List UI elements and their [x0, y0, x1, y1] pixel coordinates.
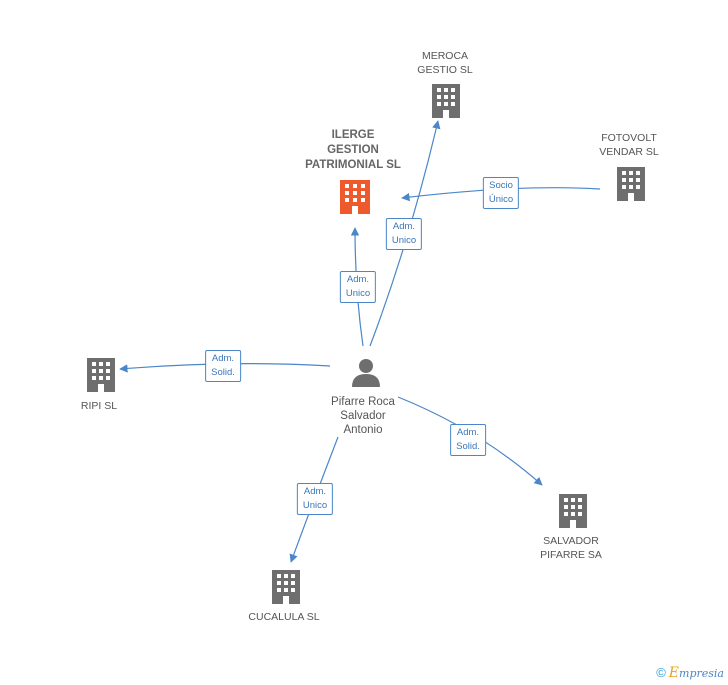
- person-icon[interactable]: [352, 359, 380, 387]
- node-label-line: GESTIO SL: [417, 64, 473, 76]
- edge-label-line: Solid.: [456, 441, 480, 452]
- node-label-salvador[interactable]: SALVADOR PIFARRE SA: [540, 534, 602, 562]
- building-icon-main[interactable]: [340, 180, 370, 214]
- node-label-ilerge[interactable]: ILERGE GESTION PATRIMONIAL SL: [305, 128, 401, 173]
- building-icon[interactable]: [87, 358, 115, 392]
- edge-label-line: Adm.: [392, 221, 416, 232]
- node-label-line: Pifarre Roca: [331, 396, 395, 408]
- node-label-fotovolt[interactable]: FOTOVOLT VENDAR SL: [599, 131, 659, 159]
- edge-label-line: Socio: [489, 180, 513, 191]
- edge-label-person-ripi[interactable]: Adm. Solid.: [205, 350, 241, 382]
- edge-label-person-cucalula[interactable]: Adm. Unico: [296, 483, 334, 515]
- node-label-line: FOTOVOLT: [601, 132, 657, 144]
- node-label-cucalula[interactable]: CUCALULA SL: [248, 610, 319, 624]
- building-icon[interactable]: [272, 570, 300, 604]
- node-label-line: GESTION: [327, 144, 379, 156]
- node-label-ripi[interactable]: RIPI SL: [81, 399, 117, 413]
- edge-label-line: Unico: [391, 235, 417, 246]
- footer-brand[interactable]: ©Empresia: [656, 665, 724, 681]
- copyright-symbol: ©: [656, 665, 666, 680]
- edge-label-line: Solid.: [211, 367, 235, 378]
- edge-label-line: Adm.: [456, 427, 480, 438]
- node-label-line: PATRIMONIAL SL: [305, 159, 401, 171]
- brand-logo-initial: E: [668, 665, 680, 681]
- building-icon[interactable]: [617, 167, 645, 201]
- node-label-line: PIFARRE SA: [540, 549, 602, 561]
- node-label-line: SALVADOR: [543, 535, 599, 547]
- edge-label-person-meroca[interactable]: Adm. Unico: [385, 218, 423, 250]
- node-label-line: ILERGE: [331, 129, 375, 141]
- edge-label-line: Único: [488, 194, 514, 205]
- node-label-line: CUCALULA SL: [248, 611, 320, 623]
- building-icon[interactable]: [432, 84, 460, 118]
- node-label-line: MEROCA: [421, 50, 469, 62]
- brand-logo-text: mpresia: [679, 667, 724, 680]
- node-label-line: VENDAR SL: [599, 146, 659, 158]
- edge-label-line: Adm.: [303, 486, 327, 497]
- node-label-line: RIPI SL: [80, 400, 118, 412]
- edge-label-line: Adm.: [346, 274, 370, 285]
- edge-label-person-ilerge[interactable]: Adm. Unico: [339, 271, 377, 303]
- edge-label-person-salvador[interactable]: Adm. Solid.: [450, 424, 486, 456]
- edge-label-line: Unico: [345, 288, 371, 299]
- node-label-line: Antonio: [343, 424, 383, 436]
- node-label-person[interactable]: Pifarre Roca Salvador Antonio: [331, 395, 395, 437]
- node-label-line: Salvador: [340, 410, 386, 422]
- building-icon[interactable]: [559, 494, 587, 528]
- edge-label-fotovolt-ilerge[interactable]: Socio Único: [482, 177, 520, 209]
- node-label-meroca[interactable]: MEROCA GESTIO SL: [417, 49, 472, 77]
- edge-label-line: Unico: [302, 500, 328, 511]
- edge-label-line: Adm.: [211, 353, 235, 364]
